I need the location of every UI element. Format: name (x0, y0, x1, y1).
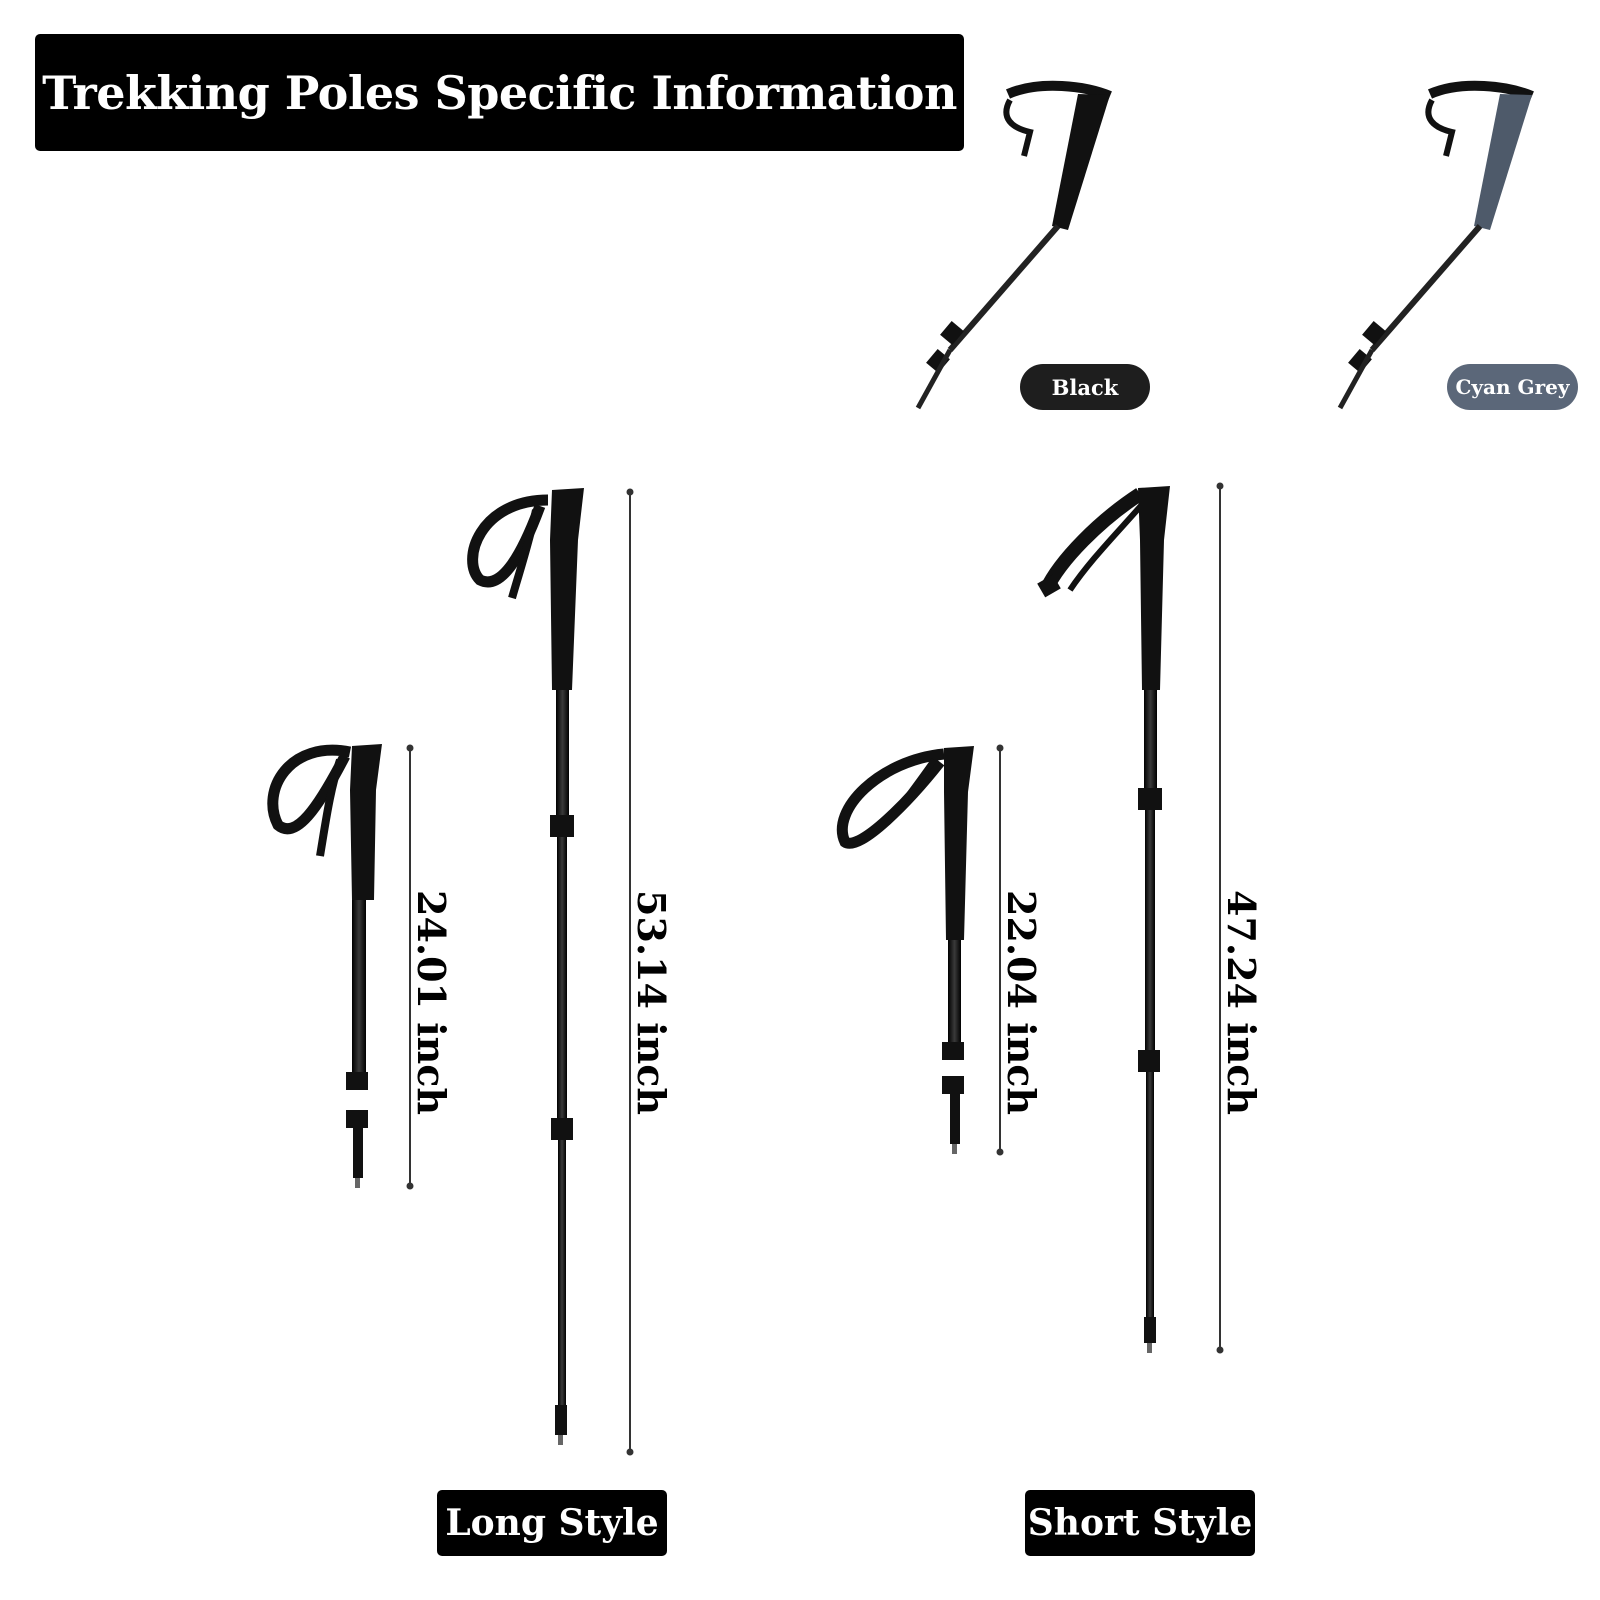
color-badge-black-label: Black (1051, 374, 1119, 400)
short-extended-length-label: 47.24 inch (1219, 890, 1264, 1116)
color-badge-cyan-grey-label: Cyan Grey (1455, 375, 1570, 399)
long-style-label: Long Style (445, 1502, 659, 1544)
short-style-label: Short Style (1027, 1502, 1253, 1544)
cyan-grey-pole-image (1337, 80, 1534, 410)
short-folded-measure-line (996, 744, 1004, 1156)
long-folded-measure-line (406, 744, 414, 1190)
long-extended-measure-line (626, 488, 634, 1456)
long-extended-pole-image (467, 488, 584, 1445)
black-pole-image (915, 80, 1112, 410)
long-folded-length-label: 24.01 inch (409, 890, 454, 1116)
long-extended-length-label: 53.14 inch (629, 890, 674, 1116)
long-folded-pole-image (267, 744, 382, 1188)
color-badge-cyan-grey[interactable]: Cyan Grey (1447, 364, 1578, 410)
short-style-label-box: Short Style (1025, 1490, 1255, 1556)
short-extended-measure-line (1216, 482, 1224, 1354)
short-folded-pole-image (836, 746, 974, 1154)
long-style-label-box: Long Style (437, 1490, 667, 1556)
short-folded-length-label: 22.04 inch (999, 890, 1044, 1116)
page-title: Trekking Poles Specific Information (42, 65, 957, 120)
short-extended-pole-image (1037, 486, 1170, 1353)
color-badge-black[interactable]: Black (1020, 364, 1150, 410)
title-banner: Trekking Poles Specific Information (35, 34, 964, 151)
